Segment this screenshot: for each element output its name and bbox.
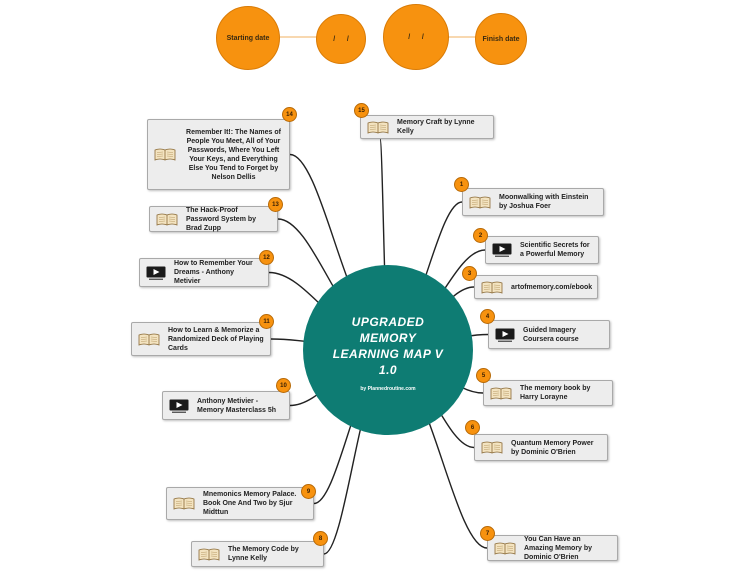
- resource-number-5: 5: [476, 368, 491, 383]
- resource-node-10[interactable]: Anthony Metivier - Memory Masterclass 5h: [162, 391, 290, 420]
- finish-date-value: / /: [408, 33, 424, 41]
- resource-number-8: 8: [313, 531, 328, 546]
- resource-node-1[interactable]: Moonwalking with Einstein by Joshua Foer: [462, 188, 604, 216]
- video-icon: [169, 399, 189, 413]
- resource-number-1: 1: [454, 177, 469, 192]
- book-icon: [367, 121, 389, 134]
- resource-node-5[interactable]: The memory book by Harry Lorayne: [483, 380, 613, 406]
- resource-node-13[interactable]: The Hack-Proof Password System by Brad Z…: [149, 206, 278, 232]
- resource-number-11: 11: [259, 314, 274, 329]
- resource-number-2: 2: [473, 228, 488, 243]
- resource-label: Mnemonics Memory Palace. Book One And Tw…: [203, 491, 297, 516]
- finish-date-value-circle[interactable]: / /: [383, 4, 449, 70]
- book-icon: [154, 148, 176, 161]
- resource-label: You Can Have an Amazing Memory by Domini…: [524, 535, 593, 561]
- resource-label: Scientific Secrets for a Powerful Memory: [520, 242, 590, 258]
- book-icon: [198, 548, 220, 561]
- starting-date-value: / /: [333, 35, 349, 43]
- resource-number-15: 15: [354, 103, 369, 118]
- resource-label: Memory Craft by Lynne Kelly: [397, 119, 475, 135]
- resource-node-6[interactable]: Quantum Memory Power by Dominic O'Brien: [474, 434, 608, 461]
- resource-label: How to Learn & Memorize a Randomized Dec…: [168, 326, 264, 352]
- finish-date-circle: Finish date: [475, 13, 527, 65]
- resource-number-13: 13: [268, 197, 283, 212]
- book-icon: [469, 196, 491, 209]
- resource-node-14[interactable]: Remember It!: The Names of People You Me…: [147, 119, 290, 190]
- resource-label: artofmemory.com/ebook: [511, 283, 593, 291]
- resource-node-8[interactable]: The Memory Code by Lynne Kelly: [191, 541, 324, 567]
- resource-label: How to Remember Your Dreams - Anthony Me…: [174, 260, 253, 285]
- resource-label: Quantum Memory Power by Dominic O'Brien: [511, 439, 594, 456]
- resource-label: Remember It!: The Names of People You Me…: [186, 128, 281, 181]
- resource-label: The memory book by Harry Lorayne: [520, 385, 591, 401]
- resource-number-7: 7: [480, 526, 495, 541]
- video-icon: [492, 243, 512, 257]
- resource-node-7[interactable]: You Can Have an Amazing Memory by Domini…: [487, 535, 618, 561]
- resource-node-12[interactable]: How to Remember Your Dreams - Anthony Me…: [139, 258, 269, 287]
- resource-number-6: 6: [465, 420, 480, 435]
- resource-number-14: 14: [282, 107, 297, 122]
- resource-node-9[interactable]: Mnemonics Memory Palace. Book One And Tw…: [166, 487, 314, 520]
- resource-number-9: 9: [301, 484, 316, 499]
- resource-label: The Hack-Proof Password System by Brad Z…: [186, 206, 257, 232]
- resource-label: Anthony Metivier - Memory Masterclass 5h: [197, 397, 276, 414]
- book-icon: [494, 542, 516, 555]
- resource-node-15[interactable]: Memory Craft by Lynne Kelly: [360, 115, 494, 139]
- book-icon: [173, 497, 195, 510]
- central-topic-title: UPGRADED MEMORY LEARNING MAP V 1.0: [332, 315, 444, 377]
- resource-node-4[interactable]: Guided Imagery Coursera course: [488, 320, 610, 349]
- resource-label: Moonwalking with Einstein by Joshua Foer: [499, 194, 589, 210]
- starting-date-label: Starting date: [226, 34, 270, 42]
- resource-label: The Memory Code by Lynne Kelly: [228, 546, 299, 562]
- video-icon: [495, 328, 515, 342]
- finish-date-label: Finish date: [482, 35, 520, 43]
- book-icon: [481, 281, 503, 294]
- starting-date-circle: Starting date: [216, 6, 280, 70]
- book-icon: [138, 333, 160, 346]
- starting-date-value-circle[interactable]: / /: [316, 14, 366, 64]
- resource-number-3: 3: [462, 266, 477, 281]
- resource-node-2[interactable]: Scientific Secrets for a Powerful Memory: [485, 236, 599, 264]
- resource-node-11[interactable]: How to Learn & Memorize a Randomized Dec…: [131, 322, 271, 356]
- book-icon: [156, 213, 178, 226]
- book-icon: [481, 441, 503, 454]
- central-topic-byline: by Plannedroutine.com: [360, 386, 416, 392]
- resource-number-12: 12: [259, 250, 274, 265]
- book-icon: [490, 387, 512, 400]
- resource-label: Guided Imagery Coursera course: [523, 326, 579, 343]
- central-topic: UPGRADED MEMORY LEARNING MAP V 1.0 by Pl…: [303, 265, 473, 435]
- resource-number-4: 4: [480, 309, 495, 324]
- resource-node-3[interactable]: artofmemory.com/ebook: [474, 275, 598, 299]
- resource-number-10: 10: [276, 378, 291, 393]
- video-icon: [146, 266, 166, 280]
